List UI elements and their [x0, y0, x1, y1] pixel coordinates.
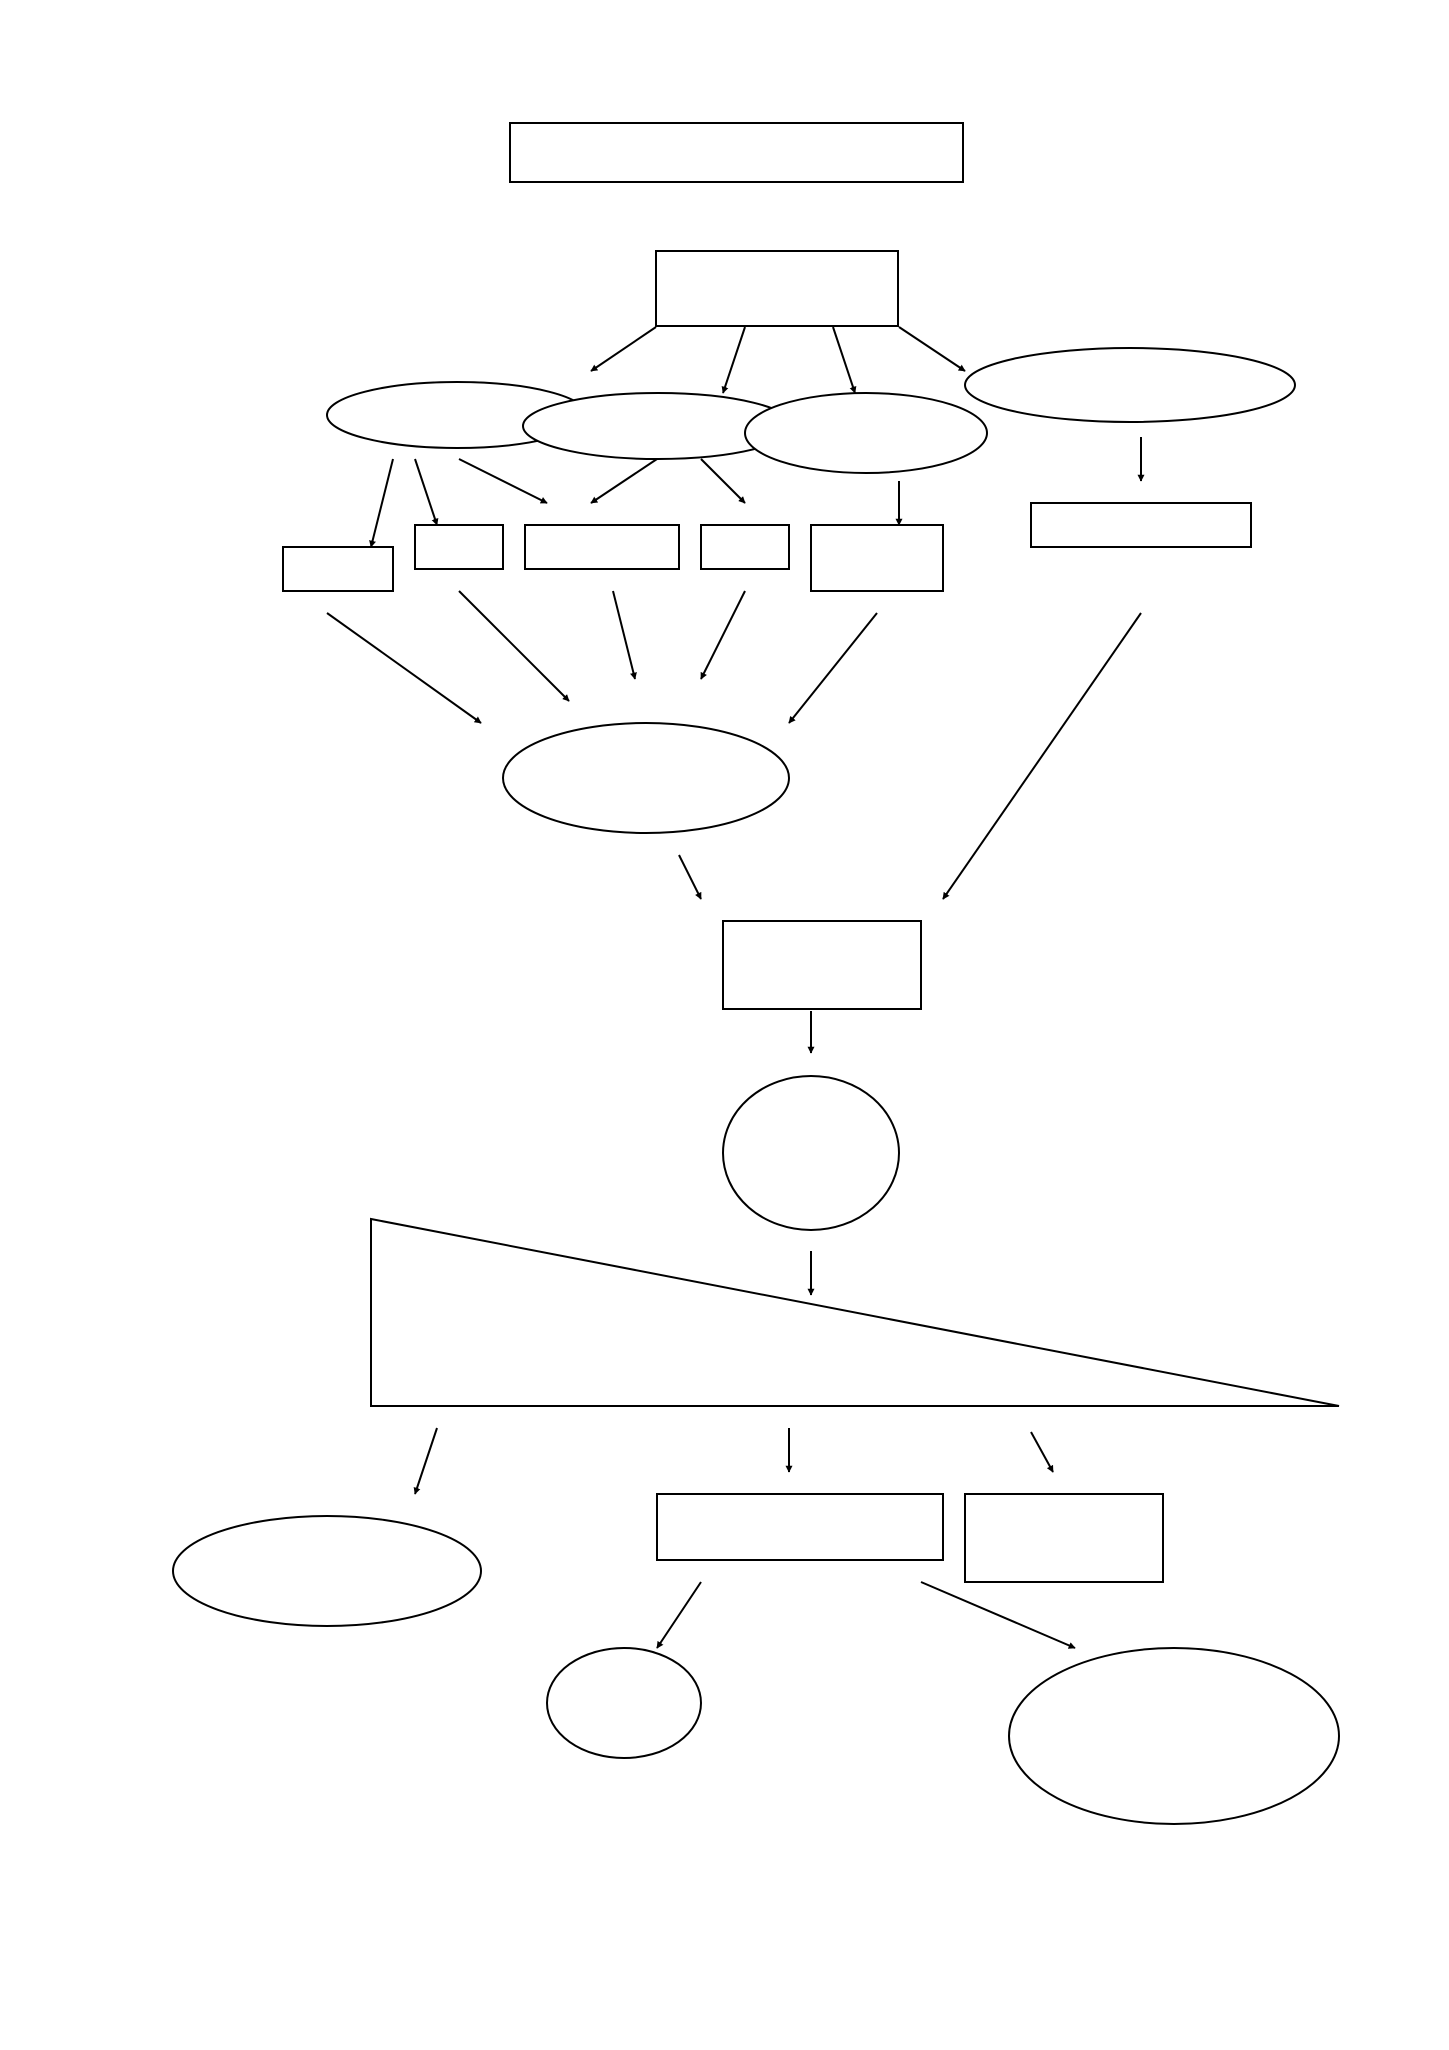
arrow-branch-2-to-leaf-4: [700, 458, 746, 504]
leaf-box-4: [700, 524, 790, 570]
center-circle: [722, 1075, 900, 1231]
root-box: [655, 250, 899, 327]
arrow-leaf-3-to-merge: [612, 590, 637, 680]
arrow-bottom-center-to-final-large: [920, 1581, 1076, 1649]
arrow-root-to-branch-2: [721, 326, 746, 394]
arrow-branch-2-to-leaf-3: [590, 458, 658, 504]
arrow-triangle-to-bottom-left: [413, 1427, 438, 1495]
arrow-branch-1-to-leaf-3: [458, 458, 548, 504]
bottom-box-right: [964, 1493, 1164, 1583]
leaf-box-6: [1030, 502, 1252, 548]
arrow-branch-1-to-leaf-1: [369, 458, 394, 548]
arrow-leaf-2-to-merge: [458, 590, 570, 702]
leaf-box-3: [524, 524, 680, 570]
final-ellipse-large: [1008, 1647, 1340, 1825]
leaf-box-2: [414, 524, 504, 570]
final-ellipse-small: [546, 1647, 702, 1759]
bottom-ellipse-left: [172, 1515, 482, 1627]
merge-ellipse: [502, 722, 790, 834]
arrow-leaf-1-to-merge: [326, 612, 482, 724]
arrow-merge-to-center-box: [678, 854, 702, 900]
arrow-triangle-to-bottom-right: [1030, 1431, 1054, 1473]
leaf-box-1: [282, 546, 394, 592]
arrow-root-to-branch-1: [590, 326, 657, 372]
arrow-bottom-center-to-final-small: [656, 1581, 702, 1649]
branch-ellipse-3: [744, 392, 988, 474]
arrow-branch-1-to-leaf-2: [414, 458, 439, 526]
arrow-root-to-branch-3: [832, 326, 857, 394]
leaf-box-5: [810, 524, 944, 592]
wedge-triangle: [370, 1217, 1340, 1407]
center-box: [722, 920, 922, 1010]
arrow-root-to-branch-4: [898, 326, 966, 372]
branch-ellipse-4: [964, 347, 1296, 423]
arrow-leaf-4-to-merge: [700, 590, 746, 680]
bottom-box-center: [656, 1493, 944, 1561]
arrow-leaf-5-to-merge: [788, 612, 878, 724]
title-box: [509, 122, 964, 183]
arrow-leaf-6-to-center-box: [942, 612, 1142, 900]
